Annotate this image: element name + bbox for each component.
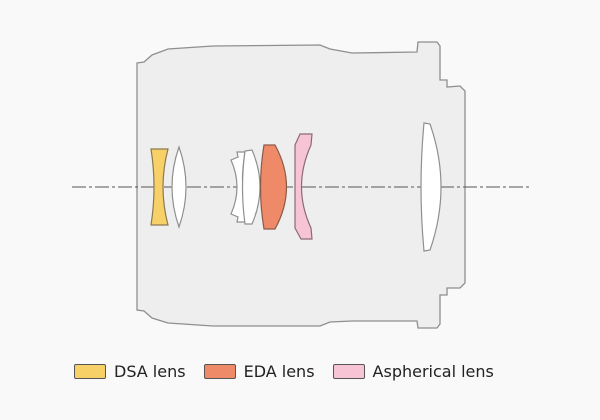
dsa-lens: [150, 148, 169, 226]
clear-lens-4: [241, 149, 261, 225]
legend-item-aspherical: Aspherical lens: [332, 362, 494, 381]
eda-swatch-icon: [203, 364, 236, 379]
legend: DSA lens EDA lens Aspherical lens: [74, 362, 512, 381]
aspherical-lens: [294, 133, 313, 240]
clear-lens-2: [171, 145, 187, 229]
legend-item-dsa: DSA lens: [74, 362, 186, 381]
eda-lens: [259, 144, 288, 230]
aspherical-swatch-icon: [332, 364, 365, 379]
legend-label: Aspherical lens: [372, 362, 494, 381]
dsa-swatch-icon: [74, 364, 106, 379]
legend-label: DSA lens: [114, 362, 186, 381]
legend-item-eda: EDA lens: [203, 362, 315, 381]
clear-lens-7: [420, 122, 442, 252]
legend-label: EDA lens: [243, 362, 315, 381]
